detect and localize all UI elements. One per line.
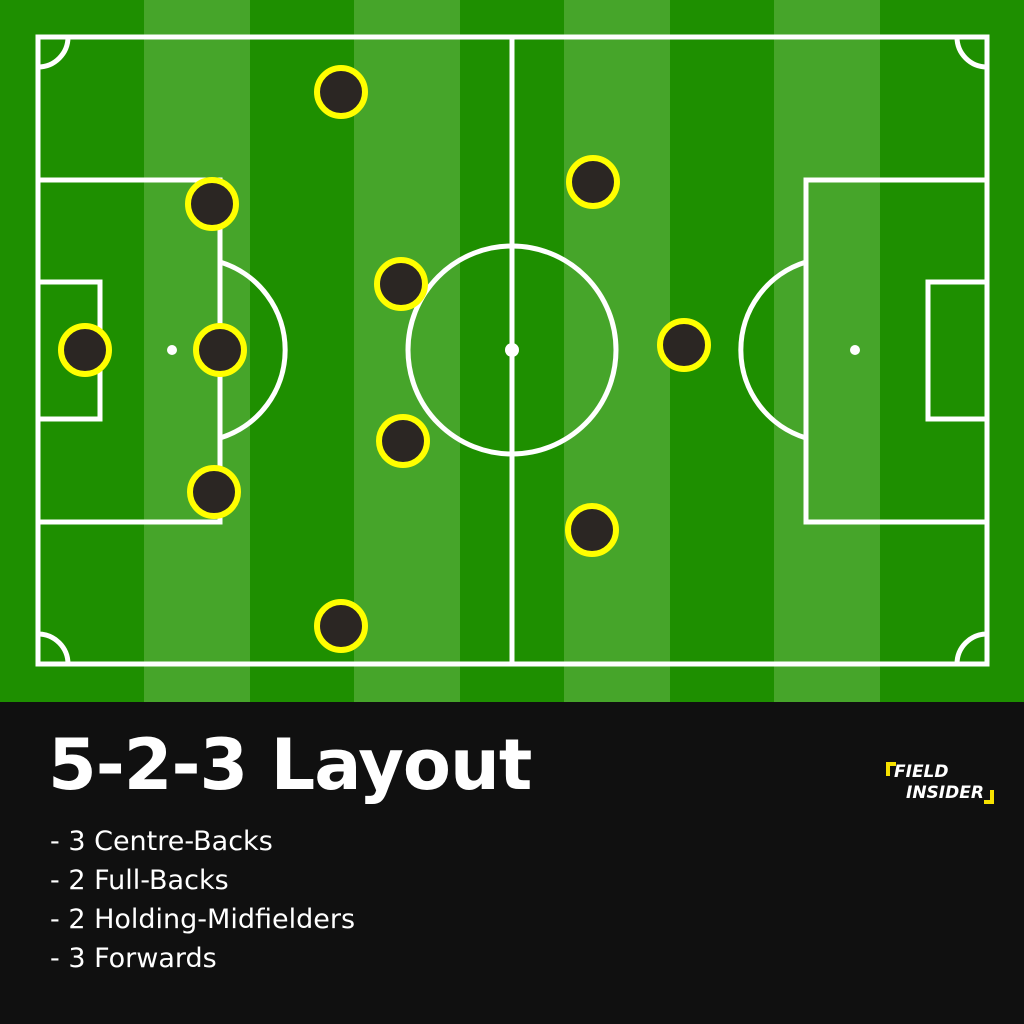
right-penalty-arc (738, 259, 807, 441)
grass-stripe (774, 0, 880, 702)
player-marker-goalkeeper (58, 323, 112, 377)
bracket-logo-icon-top (886, 762, 896, 766)
player-marker-full-back (314, 599, 368, 653)
list-item: - 3 Centre-Backs (50, 826, 273, 857)
info-panel: 5-2-3 Layout - 3 Centre-Backs - 2 Full-B… (0, 702, 1024, 1024)
formation-title: 5-2-3 Layout (48, 724, 532, 806)
right-goal-area (925, 279, 990, 422)
bracket-logo-icon-bottom-bar (984, 800, 994, 804)
player-marker-full-back (314, 65, 368, 119)
centre-circle (405, 243, 619, 457)
player-marker-centre-back (193, 323, 247, 377)
corner-arc (37, 36, 71, 70)
pitch-area (0, 0, 1024, 702)
left-penalty-arc (219, 259, 288, 441)
list-item: - 2 Full-Backs (50, 865, 229, 896)
centre-spot (505, 343, 519, 357)
player-marker-forward (566, 155, 620, 209)
logo-text-line1: FIELD (894, 762, 949, 782)
football-pitch (35, 0, 990, 702)
player-marker-holding-midfielder (376, 414, 430, 468)
player-marker-forward (657, 318, 711, 372)
player-marker-centre-back (185, 177, 239, 231)
bracket-logo-icon-bottom (990, 790, 994, 804)
corner-arc (37, 631, 71, 665)
player-marker-forward (565, 503, 619, 557)
player-marker-centre-back (187, 465, 241, 519)
corner-arc (954, 36, 988, 70)
list-item: - 3 Forwards (50, 943, 217, 974)
right-penalty-spot (850, 345, 860, 355)
logo-text-line2: INSIDER (906, 783, 984, 803)
corner-arc (954, 631, 988, 665)
list-item: - 2 Holding-Midfielders (50, 904, 356, 935)
position-list: - 3 Centre-Backs - 2 Full-Backs - 2 Hold… (50, 822, 355, 978)
bracket-logo-icon (886, 762, 890, 776)
player-marker-holding-midfielder (374, 257, 428, 311)
field-insider-logo: FIELD INSIDER (880, 760, 1000, 810)
left-penalty-spot (167, 345, 177, 355)
